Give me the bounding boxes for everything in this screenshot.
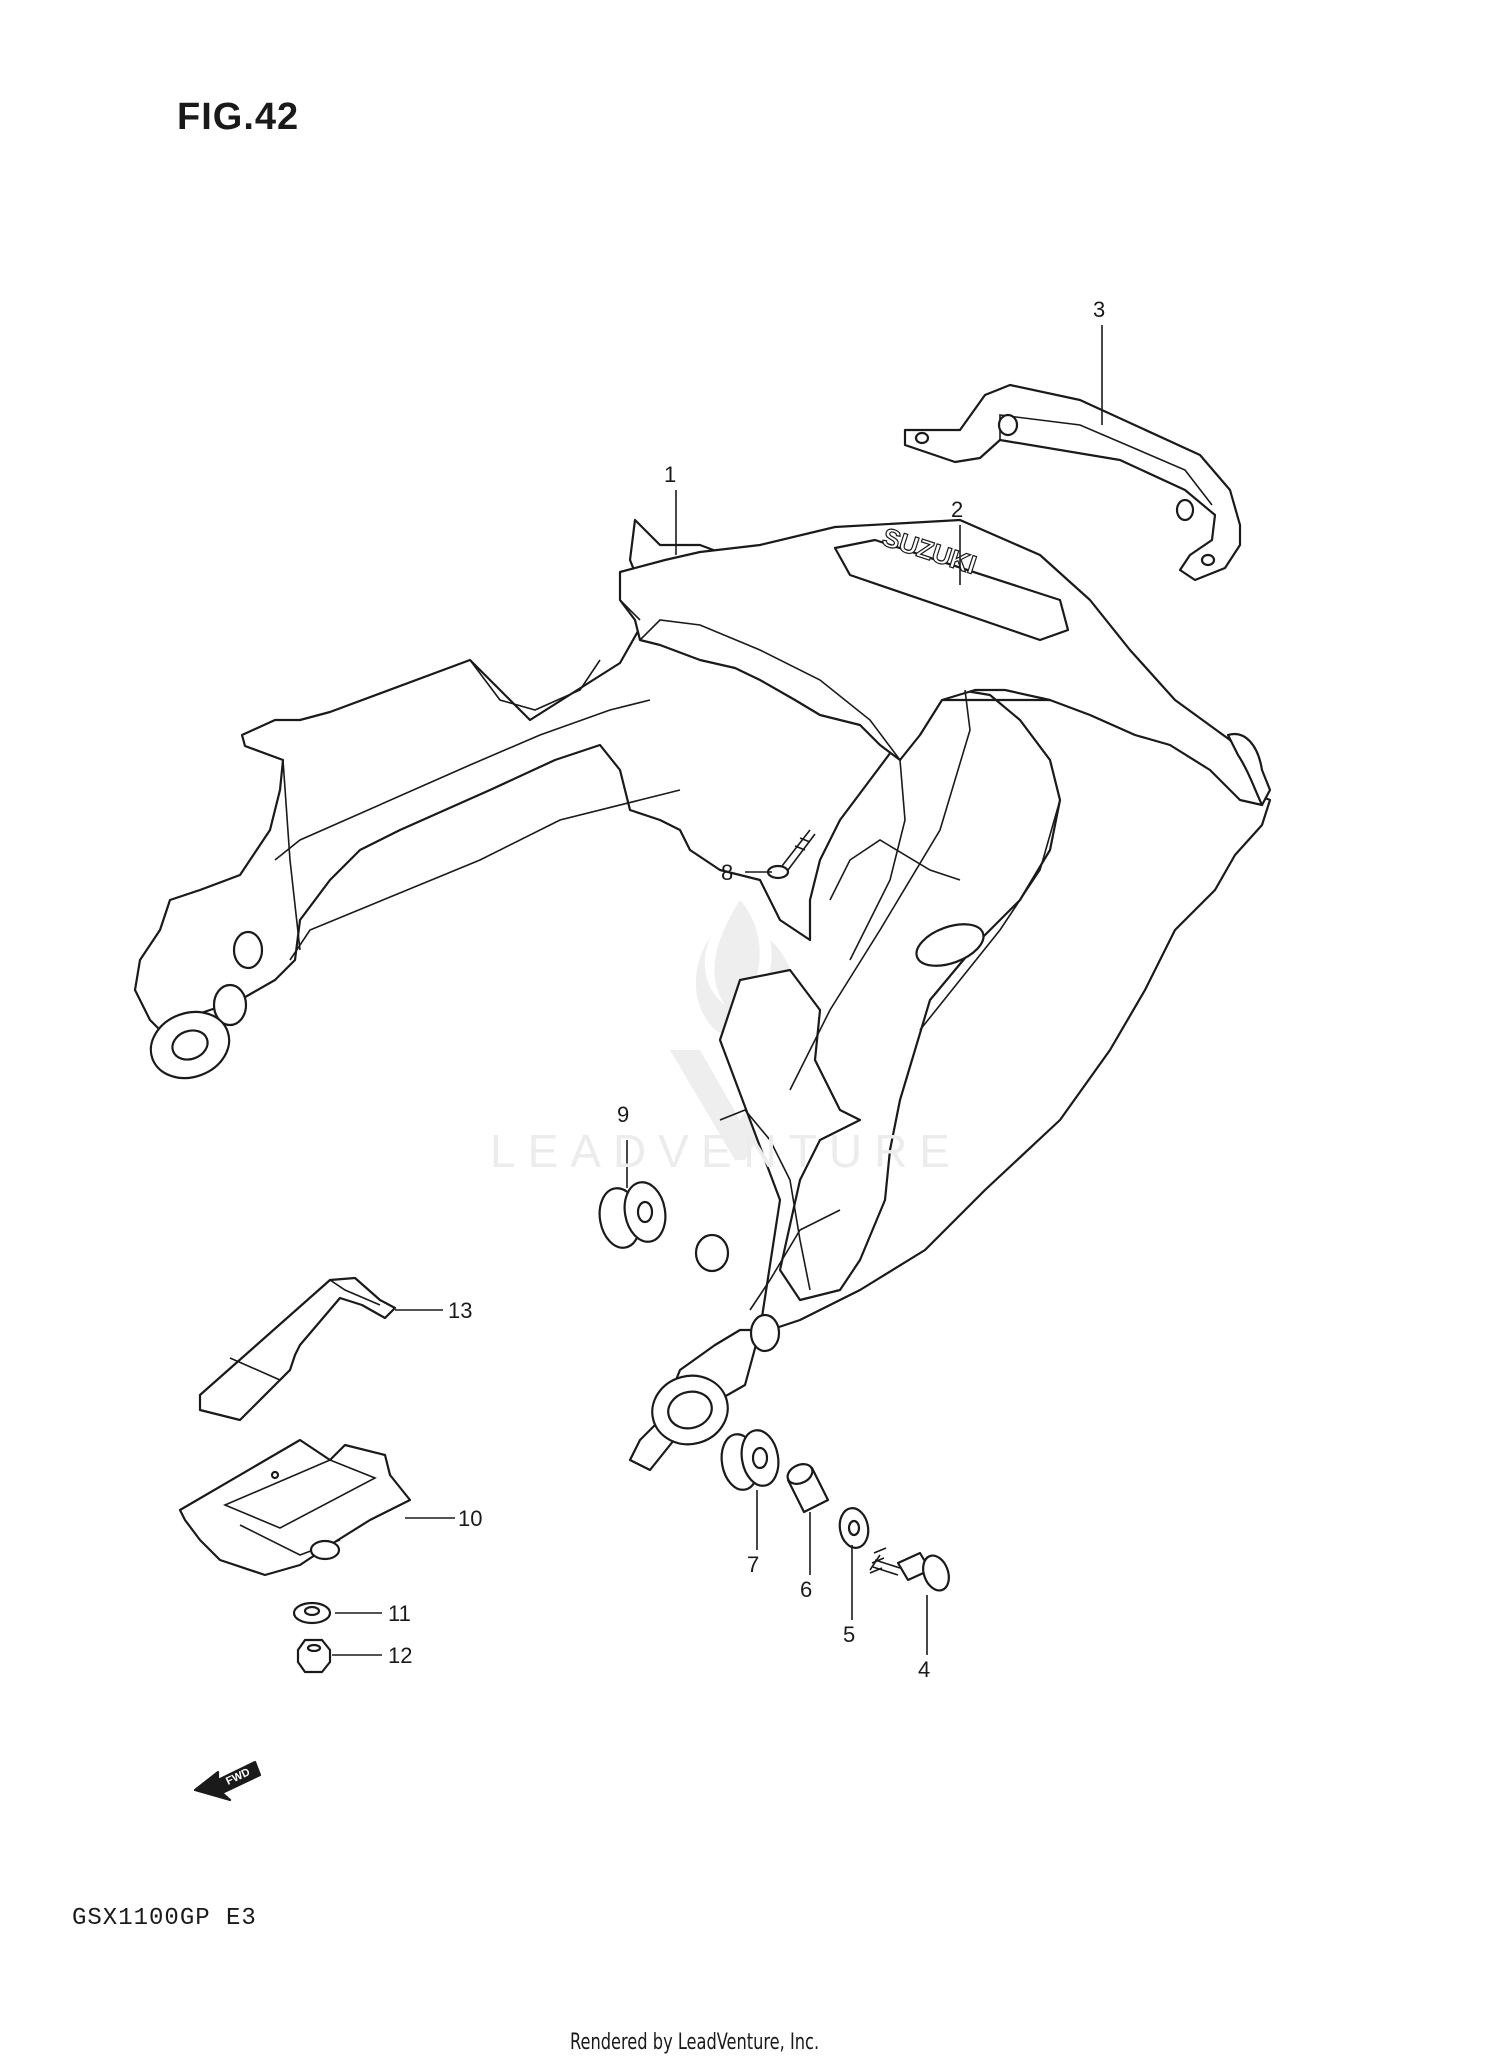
callout-4: 4 [918, 1657, 931, 1682]
callout-7: 7 [747, 1552, 760, 1577]
washer-5 [838, 1507, 870, 1549]
callout-9: 9 [617, 1102, 630, 1127]
cushion-9 [598, 1181, 667, 1249]
screw-4 [869, 1547, 950, 1592]
callout-5: 5 [843, 1622, 856, 1647]
callout-leaders [332, 325, 1103, 1656]
screw-8 [766, 829, 816, 880]
nut-12 [296, 1638, 332, 1674]
watermark-text: LEADVENTURE [490, 1125, 962, 1177]
model-code: GSX1100GP E3 [72, 1905, 257, 1932]
fwd-arrow-icon: FWD [193, 1760, 262, 1802]
callout-11: 11 [388, 1601, 411, 1626]
collar-6 [786, 1463, 830, 1514]
figure-title: FIG.42 [177, 96, 300, 138]
callout-10: 10 [458, 1506, 483, 1531]
callout-12: 12 [388, 1643, 413, 1668]
callout-13: 13 [448, 1298, 473, 1323]
grommet-7 [720, 1429, 780, 1491]
callout-1: 1 [664, 462, 677, 487]
callout-2: 2 [951, 497, 964, 522]
washer-11 [292, 1601, 332, 1625]
strap-13 [198, 1276, 397, 1422]
footer-credit: Rendered by LeadVenture, Inc. [570, 2030, 820, 2055]
seat-tail-cover [133, 518, 1272, 1472]
suzuki-emblem: SUZUKI [833, 521, 1070, 642]
callout-3: 3 [1093, 297, 1106, 322]
callout-8: 8 [721, 860, 734, 885]
bracket-10 [178, 1438, 412, 1577]
callout-6: 6 [800, 1577, 813, 1602]
tail-bracket [903, 383, 1242, 582]
